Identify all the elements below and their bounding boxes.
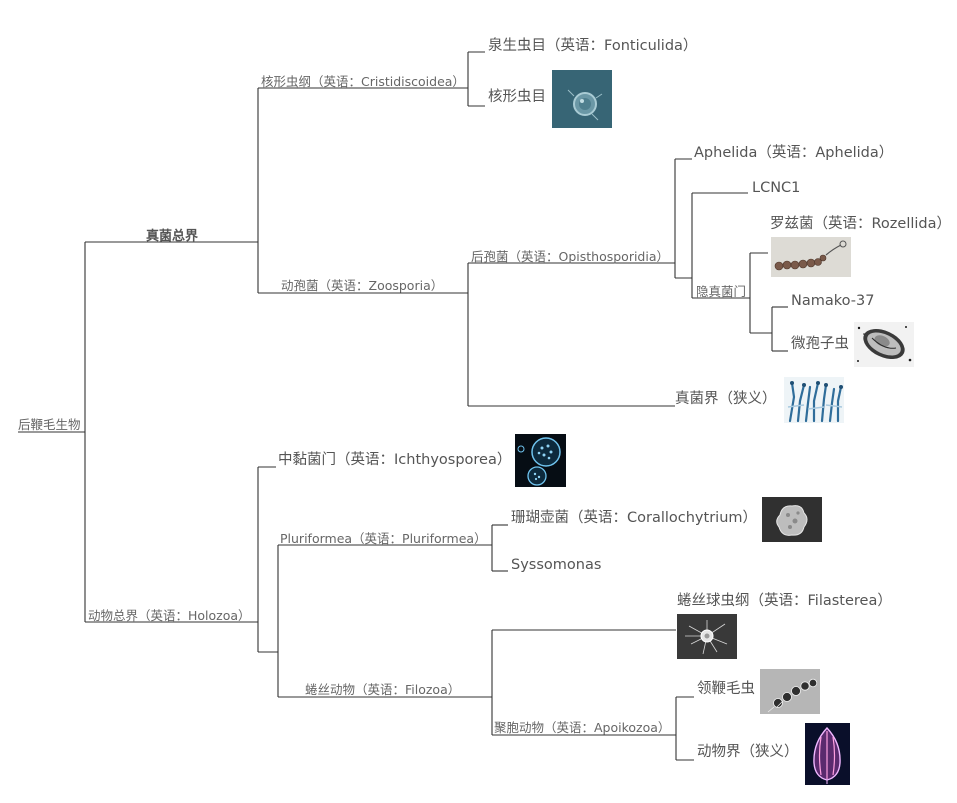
syssomonas-label: Syssomonas [511,557,602,573]
lcnc1-label: LCNC1 [752,180,801,196]
filasterea-label[interactable]: 蜷丝球虫纲（英语：Filasterea） [677,593,892,609]
ichthyosporea-image [515,434,566,487]
rozellida-image [771,237,851,277]
rozellida-label[interactable]: 罗兹菌（英语：Rozellida） [770,216,952,232]
apoikozoa-label[interactable]: 聚胞动物（英语：Apoikozoa） [494,720,671,735]
pluriformea-label[interactable]: Pluriformea（英语：Pluriformea） [280,531,487,546]
holomycota-label: 真菌总界 [146,229,199,244]
nucleariida-label[interactable]: 核形虫目 [488,89,546,105]
aphelida-label[interactable]: Aphelida（英语：Aphelida） [694,145,894,161]
root-label: 后鞭毛生物 [18,417,81,432]
nucleariida-image [552,70,612,128]
ichthyosporea-label[interactable]: 中黏菌门（英语：Ichthyosporea） [278,452,512,468]
animalia-label[interactable]: 动物界（狭义） [697,744,799,760]
choanoflagellates-image [760,669,820,714]
namako-label: Namako-37 [791,293,875,309]
cristidiscoidea-label[interactable]: 核形虫纲（英语：Cristidiscoidea） [261,74,465,89]
corallochytrium-image [762,497,822,542]
opisthosporidia-label[interactable]: 后孢菌（英语：Opisthosporidia） [471,249,670,264]
filasterea-image [677,614,737,659]
holozoa-label[interactable]: 动物总界（英语：Holozoa） [88,608,251,623]
microsporidia-label[interactable]: 微孢子虫 [791,336,849,352]
filozoa-label[interactable]: 蜷丝动物（英语：Filozoa） [305,682,461,697]
fonticulida-label[interactable]: 泉生虫目（英语：Fonticulida） [488,38,698,54]
fungi-image [784,377,844,423]
cryptomycota-label[interactable]: 隐真菌门 [696,284,747,299]
fungi-label[interactable]: 真菌界（狭义） [675,391,777,407]
microsporidia-image [854,322,914,367]
zoosporia-label[interactable]: 动孢菌（英语：Zoosporia） [281,278,444,293]
animalia-image [805,723,850,785]
choanoflagellates-label[interactable]: 领鞭毛虫 [697,681,755,697]
corallochytrium-label[interactable]: 珊瑚壶菌（英语：Corallochytrium） [511,510,758,526]
